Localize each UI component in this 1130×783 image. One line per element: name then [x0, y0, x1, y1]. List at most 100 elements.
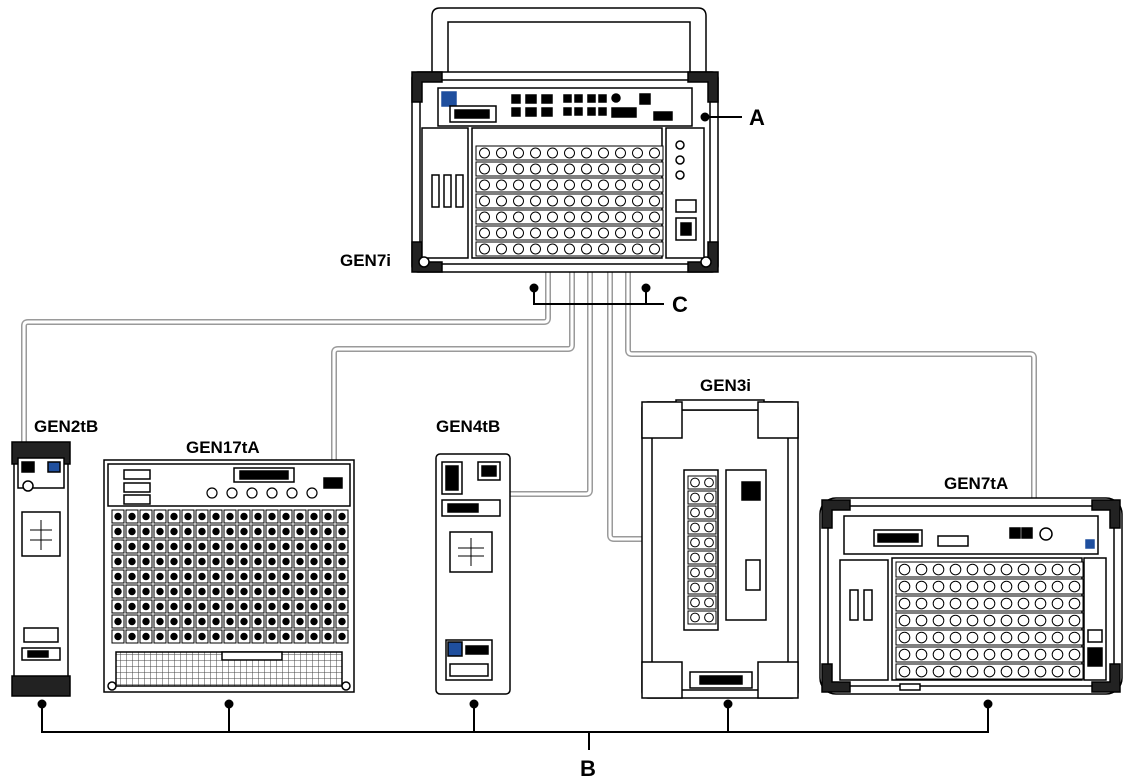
- gen17ta-channel-jack: [199, 528, 205, 534]
- gen7ta-slot-connector: [967, 615, 978, 626]
- gen17ta-channel-jack: [283, 633, 289, 639]
- gen17ta-channel-jack: [171, 603, 177, 609]
- gen7i-slot-connector: [599, 164, 609, 174]
- gen17ta-channel-jack: [311, 558, 317, 564]
- gen17ta-channel-jack: [241, 558, 247, 564]
- gen17ta-channel-jack: [297, 603, 303, 609]
- gen3i-slot-connector: [691, 538, 700, 547]
- label-gen7ta: GEN7tA: [944, 474, 1008, 493]
- gen7ta-slot-connector: [1052, 666, 1063, 677]
- gen17ta-channel-jack: [339, 528, 345, 534]
- gen7ta-slot-connector: [1001, 615, 1012, 626]
- gen7ta-slot-connector: [899, 564, 910, 575]
- leader-a: [702, 114, 743, 121]
- gen7ta-slot-connector: [1001, 649, 1012, 660]
- gen17ta-channel-jack: [213, 588, 219, 594]
- gen7ta-slot-connector: [1069, 649, 1080, 660]
- gen17ta-channel-jack: [339, 633, 345, 639]
- gen7ta-slot-connector: [933, 666, 944, 677]
- gen17ta-channel-jack: [283, 543, 289, 549]
- gen17ta-channel-jack: [185, 528, 191, 534]
- device-gen4tb: [436, 454, 510, 694]
- gen7i-card-slots: [476, 146, 663, 256]
- gen17ta-channel-jack: [213, 513, 219, 519]
- gen17ta-channel-jack: [311, 588, 317, 594]
- gen7i-slot-connector: [633, 148, 643, 158]
- gen17ta-channel-jack: [129, 588, 135, 594]
- gen17ta-channel-jack: [199, 633, 205, 639]
- gen7ta-slot-connector: [1069, 598, 1080, 609]
- gen17ta-channel-jack: [241, 618, 247, 624]
- gen7ta-slot-connector: [933, 632, 944, 643]
- gen17ta-channel-jack: [199, 558, 205, 564]
- gen17ta-channel-jack: [115, 528, 121, 534]
- gen7ta-slot-connector: [899, 581, 910, 592]
- gen17ta-channel-jack: [339, 513, 345, 519]
- gen17ta-channel-jack: [297, 543, 303, 549]
- label-gen7i: GEN7i: [340, 251, 391, 270]
- gen7i-slot-connector: [531, 212, 541, 222]
- gen7ta-slot-connector: [984, 666, 995, 677]
- gen17ta-channel-jack: [325, 573, 331, 579]
- gen7i-slot-connector: [616, 180, 626, 190]
- gen7ta-slot-connector: [916, 632, 927, 643]
- gen7i-slot-connector: [548, 244, 558, 254]
- gen17ta-channel-jack: [227, 603, 233, 609]
- gen17ta-channel-jack: [115, 618, 121, 624]
- gen7ta-slot-connector: [1018, 615, 1029, 626]
- gen17ta-channel-jack: [339, 603, 345, 609]
- gen17ta-channel-jack: [213, 573, 219, 579]
- gen7ta-slot-connector: [950, 666, 961, 677]
- gen17ta-channel-jack: [129, 528, 135, 534]
- gen17ta-channel-jack: [255, 543, 261, 549]
- gen17ta-channel-jack: [297, 558, 303, 564]
- gen17ta-channel-jack: [171, 633, 177, 639]
- gen17ta-channel-jack: [143, 573, 149, 579]
- gen17ta-channel-jack: [269, 543, 275, 549]
- gen7i-slot-connector: [514, 148, 524, 158]
- gen17ta-knob: [247, 488, 257, 498]
- gen17ta-channel-jack: [269, 573, 275, 579]
- gen7ta-slot-connector: [1052, 598, 1063, 609]
- gen7i-slot-connector: [514, 164, 524, 174]
- gen7i-slot-connector: [497, 148, 507, 158]
- gen7i-slot-connector: [565, 212, 575, 222]
- gen17ta-channel-jack: [213, 558, 219, 564]
- gen17ta-channel-jack: [283, 618, 289, 624]
- gen17ta-channel-jack: [241, 573, 247, 579]
- gen17ta-channel-jack: [269, 558, 275, 564]
- bus-b: [39, 701, 992, 751]
- gen3i-slot-connector: [691, 583, 700, 592]
- gen17ta-channel-jack: [143, 588, 149, 594]
- gen7ta-slot-connector: [1018, 581, 1029, 592]
- gen7i-slot-connector: [650, 212, 660, 222]
- gen7i-slot-connector: [497, 196, 507, 206]
- gen17ta-channel-jack: [269, 588, 275, 594]
- device-gen2tb: [12, 442, 70, 696]
- device-gen17ta: [104, 460, 354, 692]
- gen7ta-slot-connector: [950, 649, 961, 660]
- gen17ta-channel-jack: [185, 573, 191, 579]
- gen7i-slot-connector: [650, 180, 660, 190]
- gen7ta-slot-connector: [967, 564, 978, 575]
- gen17ta-knob: [287, 488, 297, 498]
- gen7i-slot-connector: [616, 148, 626, 158]
- gen7ta-slot-connector: [984, 615, 995, 626]
- device-gen3i: [642, 400, 798, 698]
- gen7ta-slot-connector: [1018, 598, 1029, 609]
- gen17ta-channel-jack: [297, 633, 303, 639]
- gen7i-slot-connector: [514, 228, 524, 238]
- gen17ta-channel-jack: [227, 528, 233, 534]
- gen17ta-channel-jack: [227, 618, 233, 624]
- gen17ta-channel-jack: [129, 618, 135, 624]
- gen17ta-knob: [227, 488, 237, 498]
- gen17ta-channel-jack: [297, 618, 303, 624]
- gen17ta-channel-jack: [157, 573, 163, 579]
- gen7ta-slot-connector: [899, 615, 910, 626]
- gen7i-slot-connector: [582, 164, 592, 174]
- gen7i-slot-connector: [531, 180, 541, 190]
- gen7i-slot-connector: [599, 196, 609, 206]
- gen17ta-channel-jack: [199, 543, 205, 549]
- gen7ta-slot-connector: [967, 666, 978, 677]
- gen17ta-channel-jack: [311, 513, 317, 519]
